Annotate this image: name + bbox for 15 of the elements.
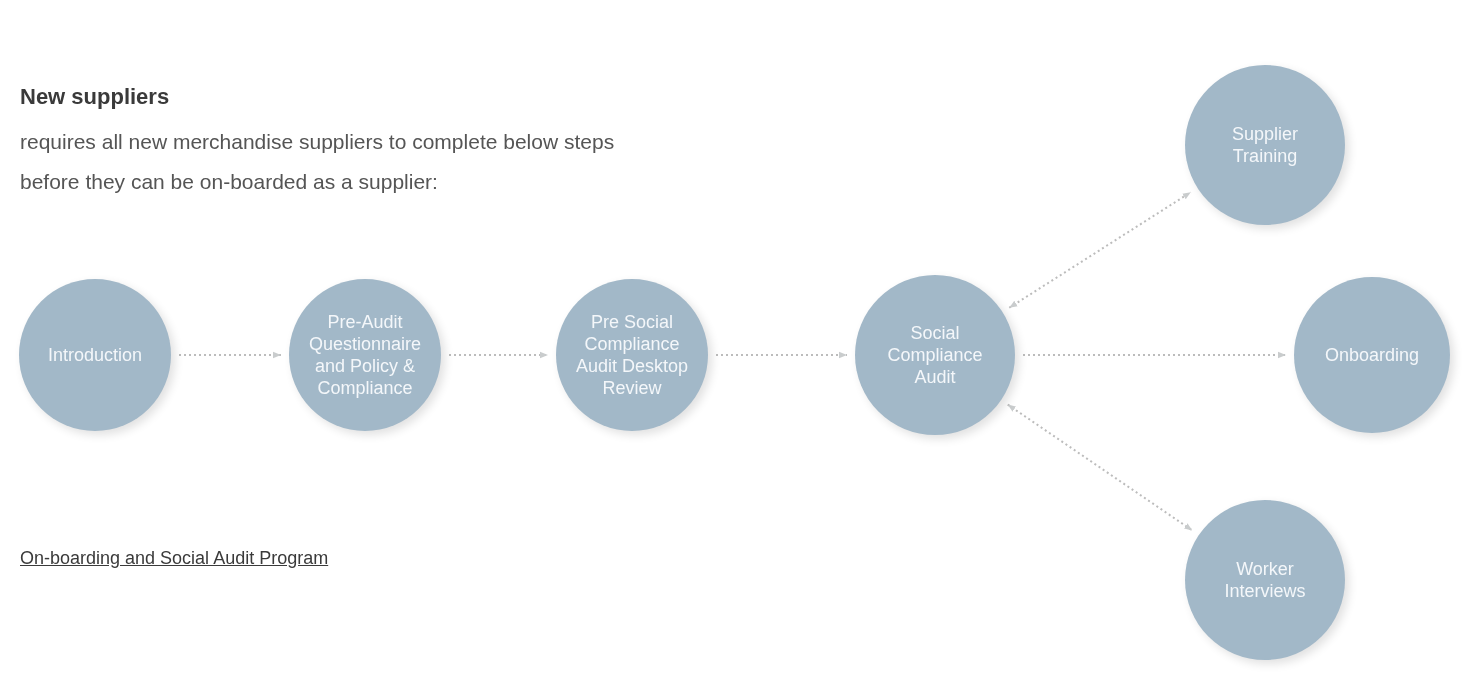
dotted-arrow: [1006, 403, 1194, 532]
step-label: Supplier Training: [1230, 123, 1299, 167]
program-link: On-boarding and Social Audit Program: [20, 548, 329, 569]
step-label: Social Compliance Audit: [886, 322, 984, 388]
dotted-arrow: [178, 351, 282, 359]
step-label: Pre Social Compliance Audit Desktop Review: [574, 311, 689, 399]
intro-paragraph: requires all new merchandise suppliers to complete below steps before they can be on-boarded as a supplier:: [20, 129, 616, 195]
step-label: Introduction: [46, 344, 143, 366]
step-label: Pre-Audit Questionnaire and Policy & Compliance: [307, 311, 423, 399]
heading: New suppliers: [20, 84, 170, 110]
dotted-arrow: [715, 351, 848, 359]
dotted-arrow: [1008, 191, 1192, 309]
step-label: Worker Interviews: [1223, 558, 1307, 602]
dotted-arrow: [448, 351, 549, 359]
step-label: Onboarding: [1323, 344, 1421, 366]
